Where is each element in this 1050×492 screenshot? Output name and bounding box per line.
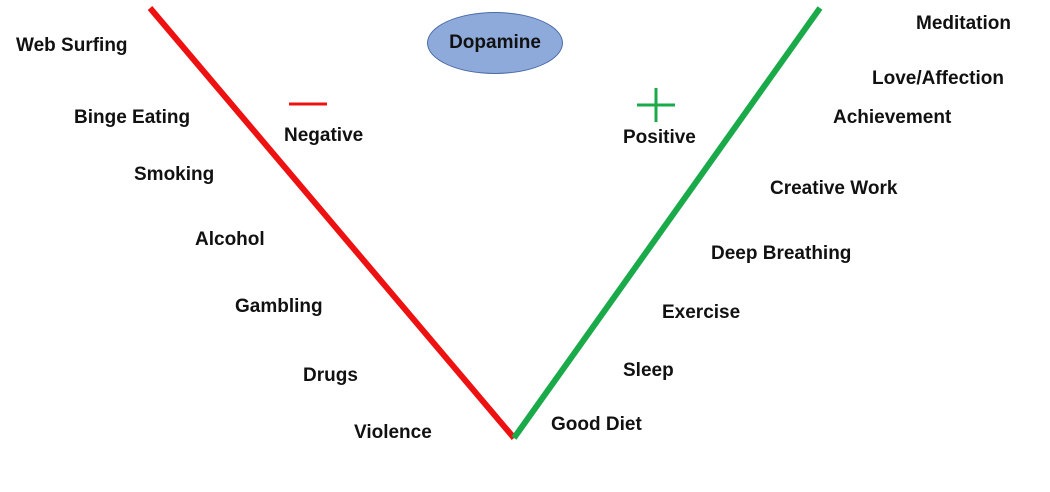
plus-icon bbox=[637, 88, 675, 122]
positive-item-exercise: Exercise bbox=[662, 302, 741, 323]
negative-item-smoking: Smoking bbox=[134, 164, 215, 185]
positive-item-achievement: Achievement bbox=[833, 107, 952, 128]
positive-line bbox=[511, 6, 823, 440]
negative-line bbox=[147, 6, 517, 440]
positive-item-love-affection: Love/Affection bbox=[872, 68, 1004, 89]
positive-item-sleep: Sleep bbox=[623, 360, 674, 381]
negative-heading: Negative bbox=[284, 125, 364, 146]
negative-item-drugs: Drugs bbox=[303, 365, 358, 386]
positive-item-deep-breathing: Deep Breathing bbox=[711, 243, 852, 264]
positive-item-meditation: Meditation bbox=[916, 13, 1011, 34]
negative-item-violence: Violence bbox=[354, 422, 432, 443]
negative-item-web-surfing: Web Surfing bbox=[16, 35, 128, 56]
dopamine-bubble: Dopamine bbox=[427, 12, 563, 74]
dopamine-label: Dopamine bbox=[449, 32, 541, 53]
positive-item-good-diet: Good Diet bbox=[551, 414, 642, 435]
negative-item-alcohol: Alcohol bbox=[195, 229, 265, 250]
negative-item-binge-eating: Binge Eating bbox=[74, 107, 191, 128]
negative-item-gambling: Gambling bbox=[235, 296, 323, 317]
positive-heading: Positive bbox=[623, 127, 696, 148]
positive-item-creative-work: Creative Work bbox=[770, 178, 898, 199]
